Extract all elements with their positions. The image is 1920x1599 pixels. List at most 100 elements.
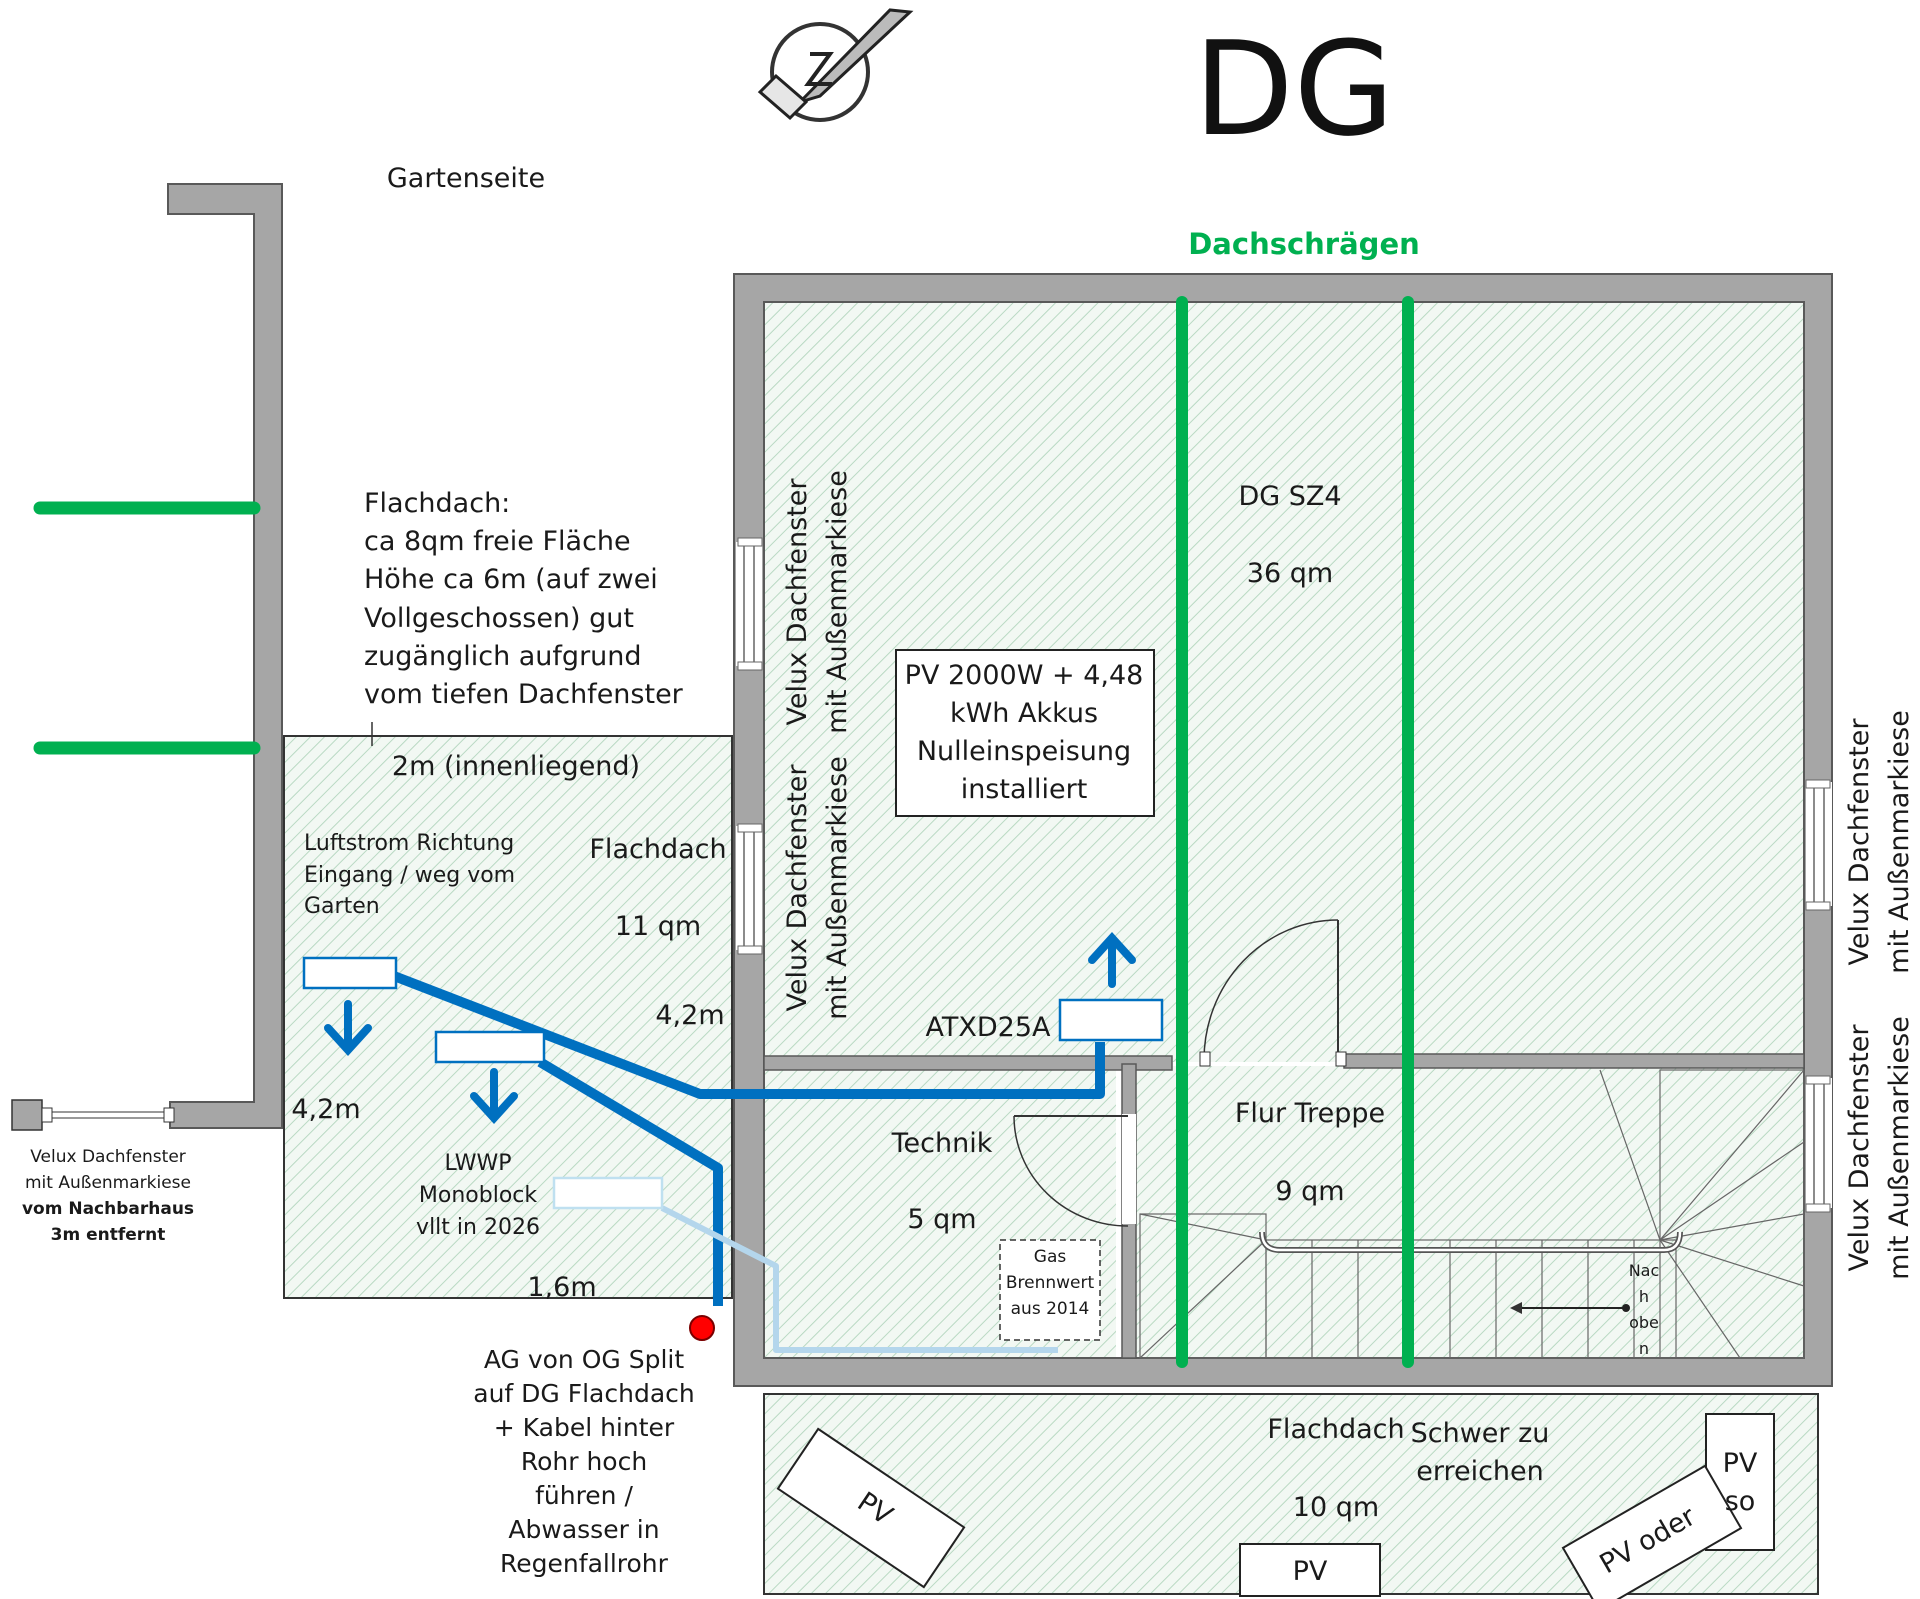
svg-text:kWh Akkus: kWh Akkus — [950, 698, 1098, 729]
ac-outdoor-unit-1 — [302, 956, 398, 990]
pv-installed-box — [895, 649, 1155, 817]
svg-text:Rohr hoch: Rohr hoch — [521, 1447, 647, 1476]
label-flat-roof-bottom-area: 10 qm — [1293, 1492, 1379, 1523]
window-left-lower — [736, 826, 762, 950]
svg-text:Höhe ca 6m (auf zwei: Höhe ca 6m (auf zwei — [364, 564, 658, 595]
svg-text:Velux Dachfenster: Velux Dachfenster — [30, 1147, 186, 1167]
svg-text:Abwasser in: Abwasser in — [508, 1515, 659, 1544]
svg-text:obe: obe — [1629, 1313, 1659, 1332]
airflow-note: Luftstrom Richtung Eingang / weg vom Gar… — [304, 831, 515, 919]
svg-text:führen /: führen / — [535, 1481, 633, 1510]
door-sz4-swing — [1203, 919, 1339, 1061]
svg-text:Flachdach:: Flachdach: — [364, 488, 510, 519]
svg-text:Monoblock: Monoblock — [419, 1183, 537, 1208]
logo-stamp-icon — [757, 8, 914, 122]
staircase — [1139, 1069, 1805, 1359]
label-room-sz4: DG SZ4 — [1238, 481, 1341, 512]
svg-text:vom tiefen Dachfenster: vom tiefen Dachfenster — [364, 679, 684, 710]
hard-to-reach-note: Schwer zu erreichen — [1411, 1418, 1550, 1487]
svg-text:erreichen: erreichen — [1416, 1456, 1544, 1487]
svg-text:zugänglich aufgrund: zugänglich aufgrund — [364, 641, 642, 672]
ac-pipe-main — [392, 971, 1105, 1099]
label-pv-center: PV — [1293, 1556, 1328, 1587]
velux-label-left-upper: Velux Dachfenster mit Außenmarkiese — [782, 470, 853, 734]
svg-text:mit Außenmarkiese: mit Außenmarkiese — [1884, 710, 1915, 974]
label-technik: Technik — [891, 1128, 993, 1159]
svg-text:h: h — [1639, 1287, 1649, 1306]
svg-text:mit Außenmarkiese: mit Außenmarkiese — [25, 1173, 191, 1193]
ag-note: AG von OG Split auf DG Flachdach + Kabel… — [473, 1345, 695, 1578]
interior-wall-horizontal — [763, 1055, 1173, 1071]
svg-text:Velux Dachfenster: Velux Dachfenster — [782, 478, 813, 726]
label-garden-side: Gartenseite — [387, 163, 545, 194]
svg-text:LWWP: LWWP — [444, 1151, 511, 1176]
velux-label-left-lower: Velux Dachfenster mit Außenmarkiese — [782, 756, 853, 1020]
label-roof-slopes: Dachschrägen — [1188, 227, 1420, 261]
svg-text:Velux Dachfenster: Velux Dachfenster — [782, 764, 813, 1012]
lwwp-pipe — [660, 1205, 1058, 1353]
garden-wall — [167, 183, 283, 1129]
flat-roof-note: Flachdach: ca 8qm freie Fläche Höhe ca 6… — [364, 488, 684, 710]
arrow-up-icon — [1088, 932, 1136, 988]
svg-text:+ Kabel hinter: + Kabel hinter — [494, 1413, 675, 1442]
label-flat-roof-left: Flachdach — [589, 834, 726, 865]
svg-text:mit Außenmarkiese: mit Außenmarkiese — [822, 470, 853, 734]
window-right-upper — [1806, 782, 1832, 906]
pv-panel-center — [1239, 1543, 1381, 1597]
neighbor-velux-note: Velux Dachfenster mit Außenmarkiese vom … — [22, 1147, 194, 1245]
svg-text:vom Nachbarhaus: vom Nachbarhaus — [22, 1199, 194, 1219]
svg-text:Garten: Garten — [304, 894, 380, 919]
svg-text:aus 2014: aus 2014 — [1011, 1299, 1090, 1319]
label-dim-4-2-left: 4,2m — [291, 1094, 360, 1125]
pv-panel-oder — [1561, 1464, 1743, 1599]
ac-pipe-og-split — [537, 1057, 723, 1306]
label-room-sz4-area: 36 qm — [1247, 558, 1333, 589]
ac-outdoor-unit-2 — [434, 1030, 546, 1064]
stairs-direction-text: Nac h obe n — [1629, 1261, 1660, 1358]
page-title: DG — [1194, 13, 1395, 165]
svg-text:Brennwert: Brennwert — [1006, 1273, 1095, 1293]
svg-text:Velux Dachfenster: Velux Dachfenster — [1844, 718, 1875, 966]
neighbor-velux-symbol — [11, 1099, 43, 1131]
svg-text:Nulleinspeisung: Nulleinspeisung — [917, 736, 1131, 767]
label-inner-2m: 2m (innenliegend) — [392, 751, 640, 782]
pv-panel-tilted-left — [776, 1427, 966, 1589]
label-flat-roof-left-area: 11 qm — [615, 911, 701, 942]
svg-text:Schwer zu: Schwer zu — [1411, 1418, 1550, 1449]
svg-text:Nac: Nac — [1629, 1261, 1660, 1280]
velux-label-right-lower: Velux Dachfenster mit Außenmarkiese — [1844, 1016, 1915, 1280]
label-dim-1-6: 1,6m — [527, 1272, 596, 1303]
svg-text:Gas: Gas — [1034, 1247, 1067, 1267]
door-technik-swing — [1013, 1115, 1129, 1227]
svg-text:AG von OG Split: AG von OG Split — [484, 1345, 684, 1374]
drain-point-marker — [689, 1315, 715, 1341]
svg-text:n: n — [1639, 1339, 1649, 1358]
window-right-lower — [1806, 1078, 1832, 1208]
atxd-indoor-unit — [1058, 998, 1164, 1042]
svg-text:ca 8qm freie Fläche: ca 8qm freie Fläche — [364, 526, 631, 557]
svg-text:installiert: installiert — [961, 774, 1088, 805]
svg-text:Luftstrom Richtung: Luftstrom Richtung — [304, 831, 514, 856]
label-flat-roof-bottom: Flachdach — [1267, 1414, 1404, 1445]
gas-boiler-text: Gas Brennwert aus 2014 — [1006, 1247, 1095, 1319]
svg-text:Velux Dachfenster: Velux Dachfenster — [1844, 1024, 1875, 1272]
svg-text:PV 2000W + 4,48: PV 2000W + 4,48 — [905, 660, 1144, 691]
lwwp-unit — [552, 1176, 664, 1210]
gas-boiler-box — [999, 1239, 1101, 1341]
arrow-down-icon — [470, 1068, 518, 1124]
velux-label-right-upper: Velux Dachfenster mit Außenmarkiese — [1844, 710, 1915, 974]
arrow-down-icon — [324, 1000, 372, 1056]
svg-text:3m entfernt: 3m entfernt — [51, 1225, 166, 1245]
svg-text:so: so — [1725, 1486, 1756, 1517]
svg-text:Regenfallrohr: Regenfallrohr — [500, 1549, 669, 1578]
svg-text:vllt in 2026: vllt in 2026 — [416, 1215, 540, 1240]
lwwp-note: LWWP Monoblock vllt in 2026 — [416, 1151, 540, 1240]
label-flur-area: 9 qm — [1275, 1176, 1344, 1207]
svg-text:Eingang / weg vom: Eingang / weg vom — [304, 863, 515, 888]
label-flur: Flur Treppe — [1235, 1098, 1385, 1129]
svg-text:mit Außenmarkiese: mit Außenmarkiese — [822, 756, 853, 1020]
svg-text:Vollgeschossen) gut: Vollgeschossen) gut — [364, 603, 634, 634]
window-left-upper — [736, 542, 762, 666]
